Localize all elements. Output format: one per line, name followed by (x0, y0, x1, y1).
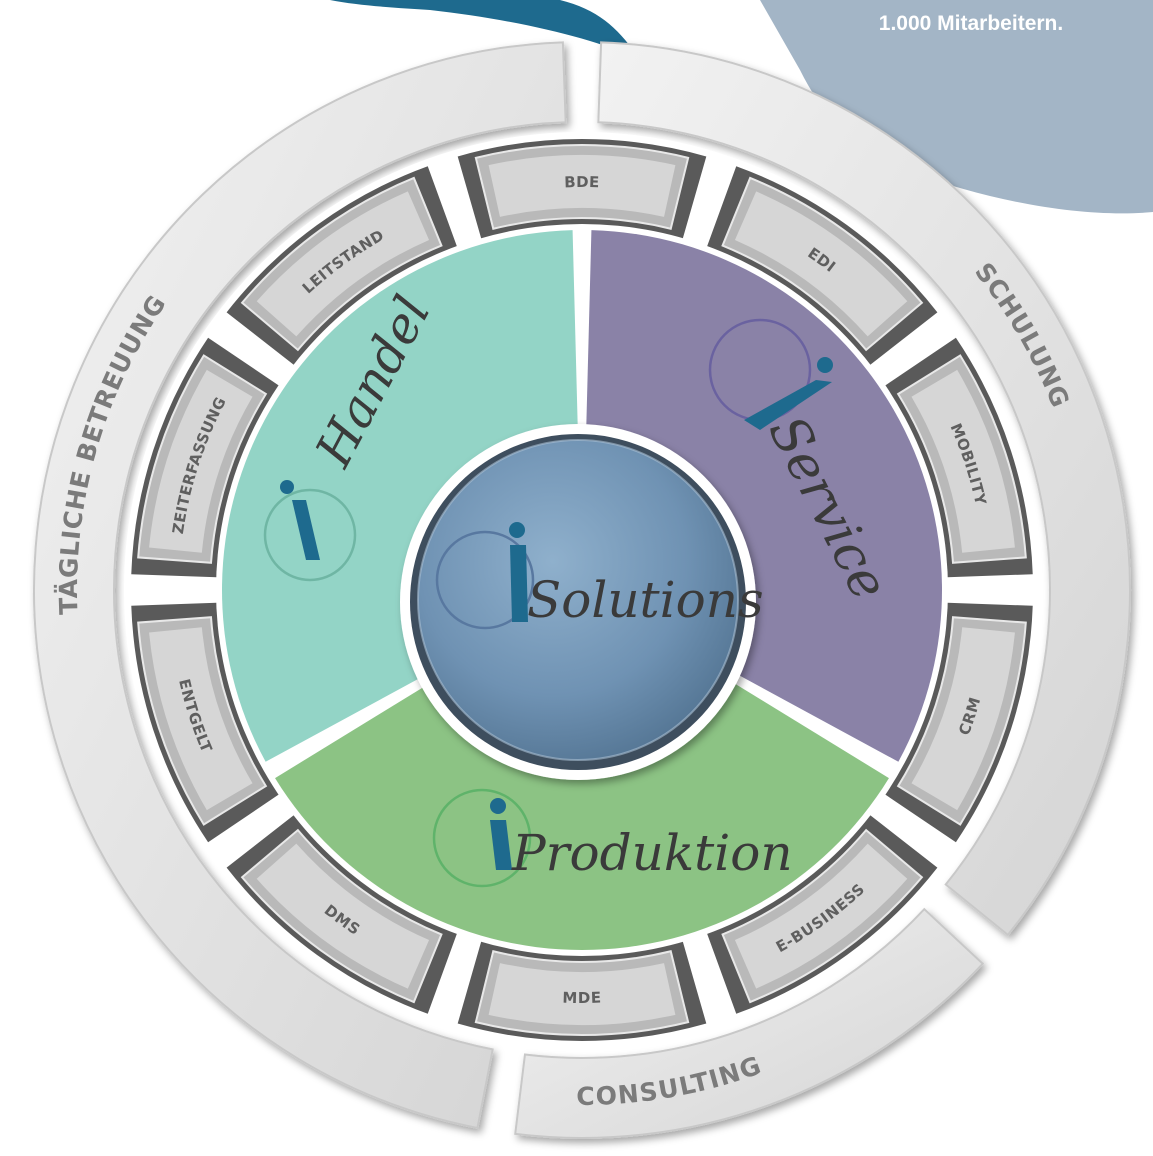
center-disc (400, 424, 756, 780)
outer-ring-segment-consulting (514, 907, 985, 1139)
solutions-logo: Solutions (435, 522, 764, 630)
module-face-leitstand (256, 191, 430, 337)
callout-text: 1.000 Mitarbeitern. (878, 12, 1064, 35)
module-face-dms (256, 843, 430, 989)
module-face-mobility (911, 369, 1015, 553)
solutions-label: Solutions (527, 571, 764, 629)
module-face-mde (488, 963, 676, 1025)
produktion-label: Produktion (511, 824, 793, 882)
outer-ring-segment-schulung (597, 41, 1131, 937)
outer-ring-segment-taegliche-betreuung (33, 41, 567, 1130)
module-face-e-business (734, 843, 908, 989)
module-face-zeiterfassung (149, 369, 253, 553)
module-face-crm (911, 627, 1015, 811)
module-label-mde: MDE (562, 988, 602, 1006)
module-face-entgelt (149, 627, 253, 811)
produktion-logo: Produktion (432, 788, 793, 888)
callout-bubble (760, 0, 1153, 214)
module-face-bde (488, 154, 676, 217)
module-face-edi (734, 191, 908, 337)
blue-swoosh (330, 0, 640, 60)
module-label-bde: BDE (564, 172, 600, 190)
